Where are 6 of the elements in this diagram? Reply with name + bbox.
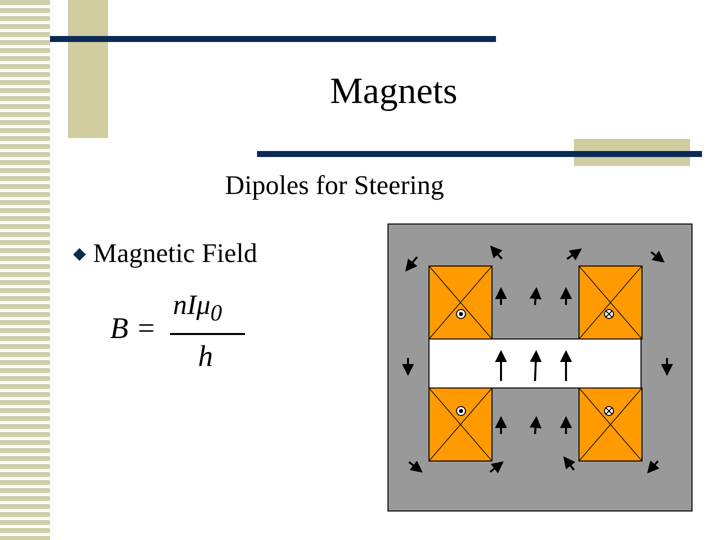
formula-numerator: nIμ$_{0}$ [173, 290, 222, 328]
slide-title: Magnets [330, 70, 458, 113]
subtitle: Dipoles for Steering [225, 170, 444, 201]
formula-text: B = [110, 312, 156, 346]
bullet-text: Magnetic Field [93, 238, 258, 269]
formula-denominator: h [198, 340, 213, 374]
